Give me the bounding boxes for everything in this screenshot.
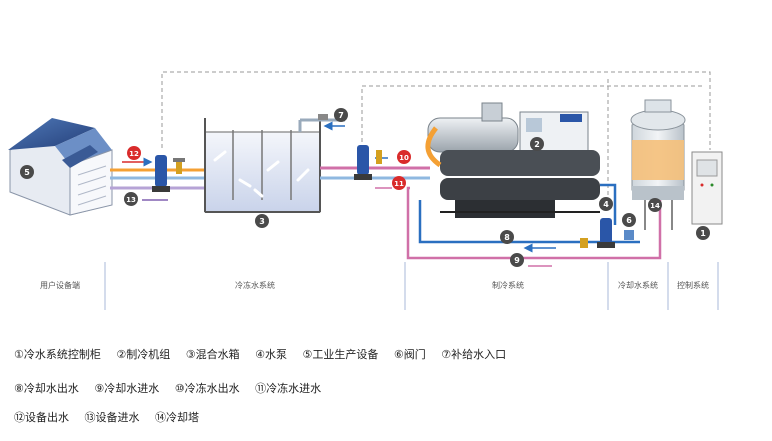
pump-user-side: [152, 155, 185, 192]
marker-13: 13: [124, 192, 138, 206]
svg-text:3: 3: [259, 217, 265, 226]
marker-11: 11: [392, 176, 406, 190]
legend-item: ①冷水系统控制柜: [14, 348, 101, 361]
marker-1: 1: [696, 226, 710, 240]
chilled-water-outlet-pipe: [320, 157, 430, 170]
legend-item: ⑭冷却塔: [155, 411, 199, 424]
marker-14: 14: [648, 198, 662, 212]
cooling-water-outlet-pipe: [418, 183, 640, 244]
marker-12: 12: [127, 146, 141, 160]
svg-text:2: 2: [534, 140, 540, 149]
legend-item: ⑧冷却水出水: [14, 382, 79, 395]
marker-7: 7: [334, 108, 348, 122]
marker-5: 5: [20, 165, 34, 179]
section-label-refrig: 制冷系统: [492, 280, 524, 290]
section-label-control: 控制系统: [677, 280, 709, 290]
control-cabinet: [691, 151, 723, 225]
valve: [580, 230, 634, 248]
svg-text:13: 13: [126, 196, 136, 204]
chilled-water-inlet-pipe: [320, 176, 430, 189]
legend-item: ⑬设备进水: [84, 411, 140, 424]
marker-4: 4: [599, 197, 613, 211]
svg-text:12: 12: [129, 150, 139, 158]
chiller-unit: [425, 102, 600, 218]
svg-text:5: 5: [24, 168, 30, 177]
industrial-building: [8, 118, 113, 216]
legend-row-2: ⑧冷却水出水 ⑨冷却水进水 ⑩冷冻水出水 ⑪冷冻水进水: [14, 380, 333, 396]
marker-9: 9: [510, 253, 524, 267]
legend-item: ⑦补给水入口: [441, 348, 507, 361]
svg-text:11: 11: [394, 180, 404, 188]
legend-row-1: ①冷水系统控制柜 ②制冷机组 ③混合水箱 ④水泵 ⑤工业生产设备 ⑥阀门 ⑦补给…: [14, 346, 518, 362]
section-separators: [104, 262, 719, 310]
control-signal-lines: [161, 71, 711, 195]
cooling-water-inlet-pipe: [406, 186, 662, 260]
legend-item: ⑩冷冻水出水: [174, 382, 240, 395]
pump-cooling-side: [597, 218, 615, 248]
marker-2: 2: [530, 137, 544, 151]
section-label-chilled: 冷冻水系统: [235, 280, 275, 290]
svg-text:6: 6: [626, 216, 632, 225]
legend-item: ⑨冷却水进水: [94, 382, 160, 395]
legend-item: ⑤工业生产设备: [302, 348, 379, 361]
legend-item: ⑥阀门: [393, 348, 426, 361]
section-label-user: 用户设备端: [40, 280, 80, 290]
cooling-tower: [630, 99, 686, 230]
pump-chilled-side: [354, 145, 382, 180]
svg-text:9: 9: [514, 256, 520, 265]
marker-6: 6: [622, 213, 636, 227]
svg-text:14: 14: [650, 202, 660, 210]
section-label-cooling: 冷却水系统: [618, 280, 658, 290]
legend-item: ⑫设备出水: [14, 411, 69, 424]
legend-row-3: ⑫设备出水 ⑬设备进水 ⑭冷却塔: [14, 409, 211, 425]
marker-8: 8: [500, 230, 514, 244]
legend-item: ③混合水箱: [185, 348, 240, 361]
marker-10: 10: [397, 150, 411, 164]
svg-text:8: 8: [504, 233, 510, 242]
svg-text:4: 4: [603, 200, 609, 209]
legend-item: ④水泵: [255, 348, 287, 361]
legend-item: ②制冷机组: [116, 348, 171, 361]
marker-3: 3: [255, 214, 269, 228]
svg-text:10: 10: [399, 154, 409, 162]
svg-text:1: 1: [700, 229, 706, 238]
mixing-tank: [204, 118, 321, 213]
svg-text:7: 7: [338, 111, 344, 120]
legend-item: ⑪冷冻水进水: [255, 382, 322, 395]
